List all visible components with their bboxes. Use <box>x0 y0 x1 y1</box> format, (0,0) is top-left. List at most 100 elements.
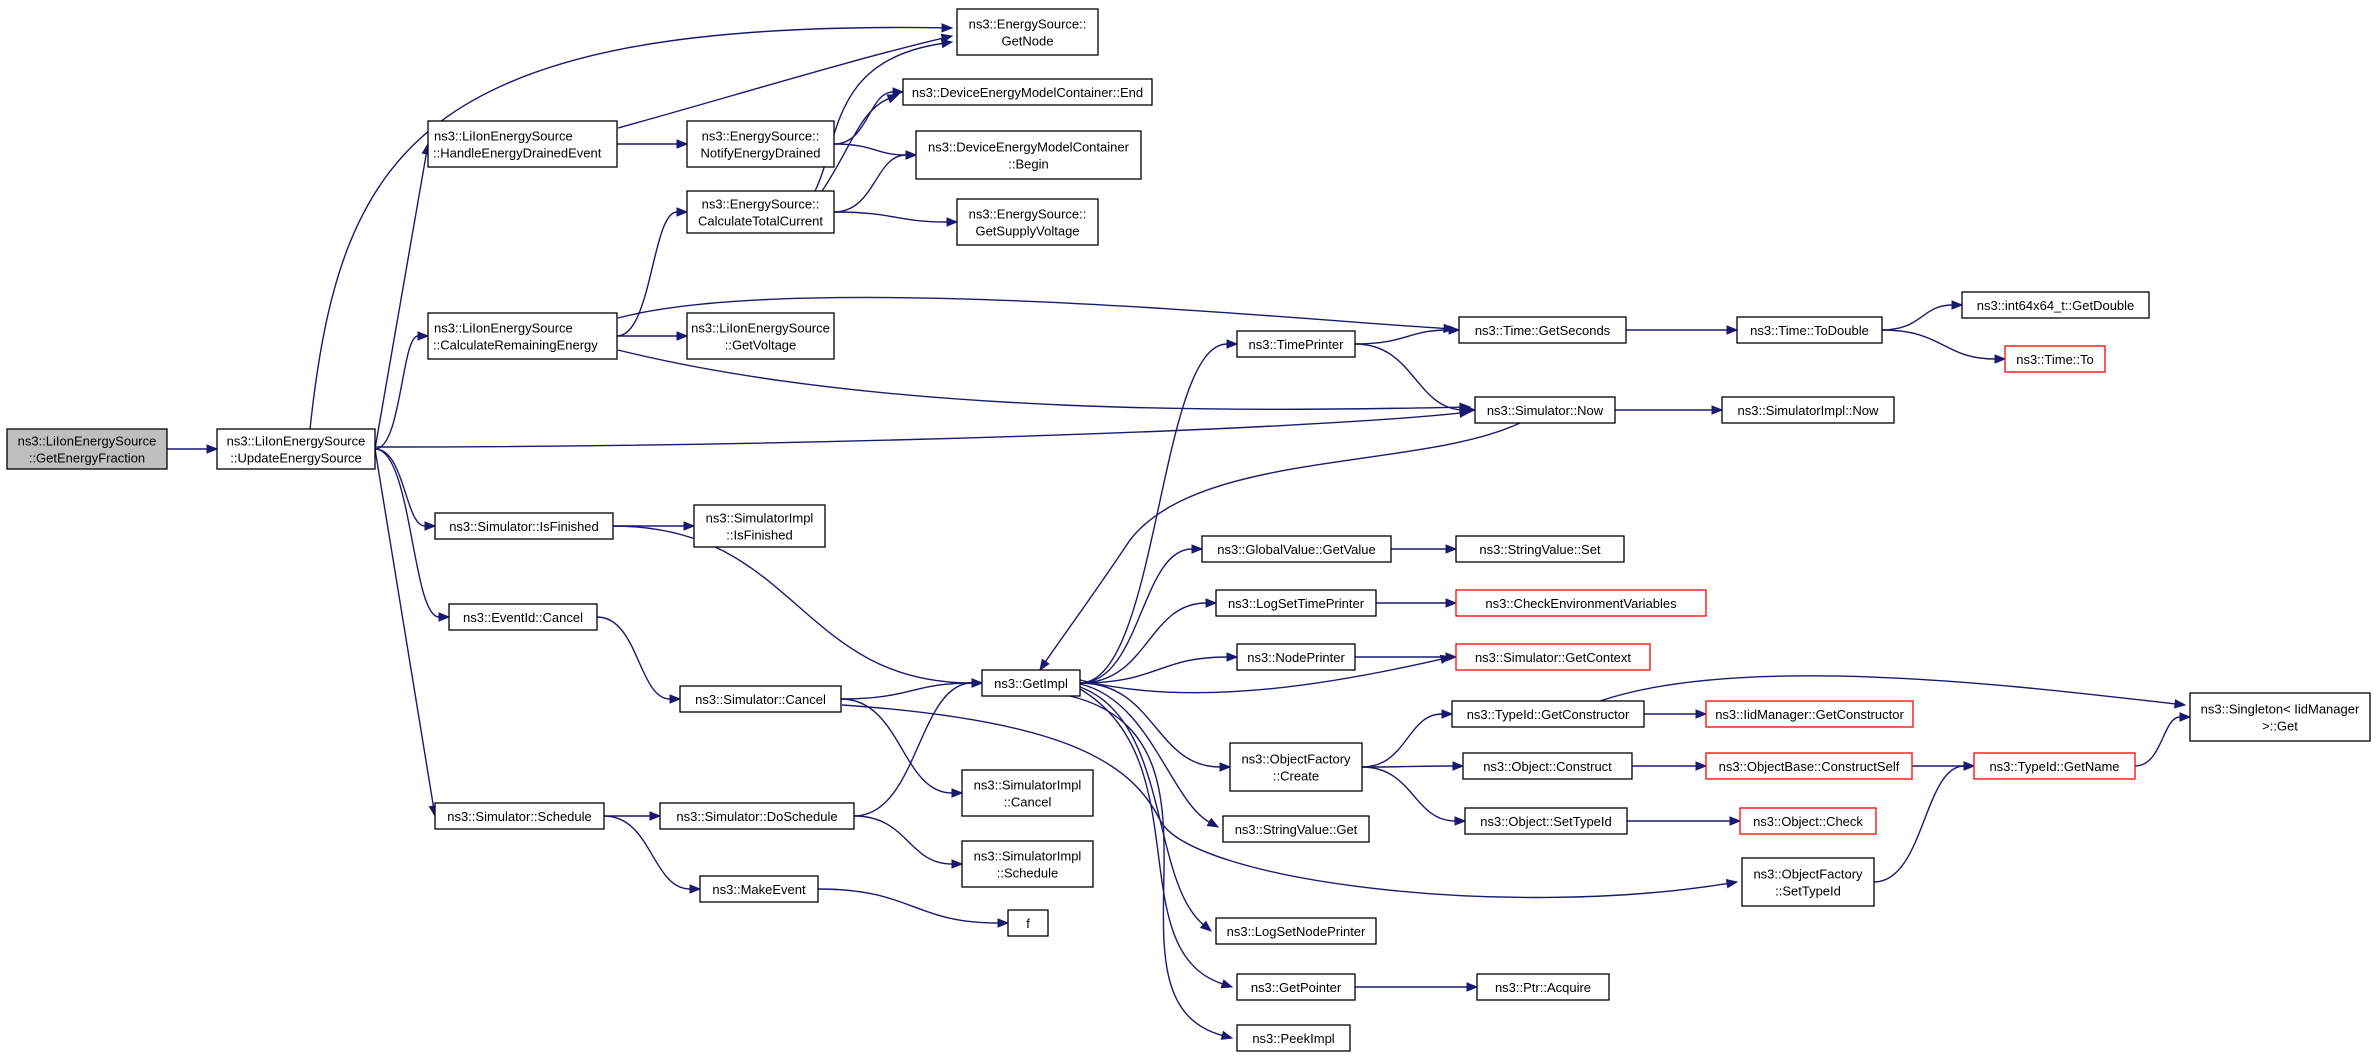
node-box <box>961 769 1094 817</box>
node-calctot[interactable]: ns3::EnergySource::CalculateTotalCurrent <box>686 190 835 234</box>
node-label: ns3::CheckEnvironmentVariables <box>1485 596 1677 611</box>
node-isfin[interactable]: ns3::Simulator::IsFinished <box>434 512 614 540</box>
node-implcancel[interactable]: ns3::SimulatorImpl::Cancel <box>961 769 1094 817</box>
edge-arrowhead <box>206 444 219 454</box>
call-edge <box>1354 325 1461 345</box>
node-box <box>1455 589 1707 617</box>
node-dosched[interactable]: ns3::Simulator::DoSchedule <box>659 802 855 830</box>
edge-line <box>1044 422 1521 663</box>
call-edge <box>814 38 954 192</box>
node-peek[interactable]: ns3::PeekImpl <box>1236 1024 1351 1052</box>
node-todouble[interactable]: ns3::Time::ToDouble <box>1736 316 1883 344</box>
node-tidctor[interactable]: ns3::TypeId::GetConstructor <box>1451 700 1645 728</box>
node-schedule[interactable]: ns3::Simulator::Schedule <box>434 802 605 830</box>
node-implsched[interactable]: ns3::SimulatorImpl::Schedule <box>961 840 1094 888</box>
node-iidctor[interactable]: ns3::IidManager::GetConstructor <box>1705 700 1914 728</box>
node-calcrem[interactable]: ns3::LiIonEnergySource::CalculateRemaini… <box>427 312 618 360</box>
edge-line <box>1069 695 1223 1037</box>
node-ofcreate[interactable]: ns3::ObjectFactory::Create <box>1229 742 1363 792</box>
node-getnode[interactable]: ns3::EnergySource::GetNode <box>956 8 1099 56</box>
node-svget[interactable]: ns3::StringValue::Get <box>1222 815 1370 843</box>
node-root[interactable]: ns3::LiIonEnergySource::GetEnergyFractio… <box>6 428 168 470</box>
edge-line <box>833 154 907 213</box>
node-evcancel[interactable]: ns3::EventId::Cancel <box>448 603 598 631</box>
node-box <box>679 685 842 713</box>
node-box <box>1455 643 1651 671</box>
node-timeto[interactable]: ns3::Time::To <box>2004 345 2106 373</box>
node-objsettid[interactable]: ns3::Object::SetTypeId <box>1464 807 1628 835</box>
node-tidname[interactable]: ns3::TypeId::GetName <box>1973 752 2136 780</box>
node-box <box>216 428 376 470</box>
node-simcancel[interactable]: ns3::Simulator::Cancel <box>679 685 842 713</box>
node-implisfin[interactable]: ns3::SimulatorImpl::IsFinished <box>693 504 826 548</box>
node-simnow[interactable]: ns3::Simulator::Now <box>1474 396 1616 424</box>
call-edge <box>1599 675 2187 709</box>
node-getdouble[interactable]: ns3::int64x64_t::GetDouble <box>1961 291 2150 319</box>
node-box <box>1736 316 1883 344</box>
call-edge <box>309 23 954 430</box>
node-getptr[interactable]: ns3::GetPointer <box>1236 973 1356 1001</box>
node-box <box>1739 807 1877 835</box>
node-label: ns3::LiIonEnergySource <box>18 434 157 449</box>
node-notify[interactable]: ns3::EnergySource::NotifyEnergyDrained <box>686 120 835 168</box>
node-label: ns3::Object::SetTypeId <box>1480 814 1612 829</box>
node-f[interactable]: f <box>1007 909 1049 937</box>
edge-arrowhead <box>892 87 905 97</box>
node-objconstruct[interactable]: ns3::Object::Construct <box>1462 752 1633 780</box>
edge-line <box>1079 683 1210 823</box>
node-implnow[interactable]: ns3::SimulatorImpl::Now <box>1721 396 1895 424</box>
edge-arrowhead <box>2174 699 2187 709</box>
call-edge <box>1361 761 1465 771</box>
edge-arrowhead <box>997 918 1010 928</box>
node-ofsettid[interactable]: ns3::ObjectFactory::SetTypeId <box>1741 857 1875 907</box>
node-box <box>448 603 598 631</box>
node-objcheck[interactable]: ns3::Object::Check <box>1739 807 1877 835</box>
node-timeprinter[interactable]: ns3::TimePrinter <box>1236 330 1356 358</box>
node-box <box>686 190 835 234</box>
node-ptracq[interactable]: ns3::Ptr::Acquire <box>1476 973 1610 1001</box>
node-label: ns3::GetImpl <box>994 676 1068 691</box>
node-objbase[interactable]: ns3::ObjectBase::ConstructSelf <box>1705 752 1913 780</box>
node-getctx[interactable]: ns3::Simulator::GetContext <box>1455 643 1651 671</box>
node-label: ns3::ObjectFactory <box>1241 752 1351 767</box>
edge-line <box>841 704 1728 899</box>
node-svset[interactable]: ns3::StringValue::Set <box>1455 535 1625 563</box>
node-dmcbegin[interactable]: ns3::DeviceEnergyModelContainer::Begin <box>915 130 1142 180</box>
node-checkenv[interactable]: ns3::CheckEnvironmentVariables <box>1455 589 1707 617</box>
edge-arrowhead <box>1963 761 1976 771</box>
edge-arrowhead <box>1725 878 1739 889</box>
edge-arrowhead <box>669 694 682 704</box>
call-edge <box>840 678 984 700</box>
call-edge <box>1354 343 1477 415</box>
edge-arrowhead <box>1191 544 1204 554</box>
node-getimpl[interactable]: ns3::GetImpl <box>981 669 1081 697</box>
node-box <box>902 78 1153 106</box>
node-handle[interactable]: ns3::LiIonEnergySource::HandleEnergyDrai… <box>427 120 618 168</box>
edge-arrowhead <box>1452 761 1465 771</box>
call-edge <box>833 87 905 145</box>
call-edge <box>1881 300 1964 331</box>
node-makeev[interactable]: ns3::MakeEvent <box>699 875 819 903</box>
edge-line <box>1361 713 1443 768</box>
node-getvolt[interactable]: ns3::LiIonEnergySource::GetVoltage <box>686 312 835 360</box>
node-label: ns3::LiIonEnergySource <box>434 321 573 336</box>
node-box <box>1215 917 1377 945</box>
call-edge <box>1376 598 1458 608</box>
node-getsec[interactable]: ns3::Time::GetSeconds <box>1458 316 1627 344</box>
node-lognode[interactable]: ns3::LogSetNodePrinter <box>1215 917 1377 945</box>
node-box <box>1705 752 1913 780</box>
node-supply[interactable]: ns3::EnergySource::GetSupplyVoltage <box>956 198 1099 246</box>
node-logtime[interactable]: ns3::LogSetTimePrinter <box>1215 589 1377 617</box>
node-label: ns3::Object::Check <box>1753 814 1863 829</box>
node-box <box>1007 909 1049 937</box>
edge-arrowhead <box>1039 658 1050 672</box>
node-dmcend[interactable]: ns3::DeviceEnergyModelContainer::End <box>902 78 1153 106</box>
node-update[interactable]: ns3::LiIonEnergySource::UpdateEnergySour… <box>216 428 376 470</box>
node-box <box>699 875 819 903</box>
call-edge <box>833 150 918 213</box>
node-box <box>1961 291 2150 319</box>
edge-arrowhead <box>1220 979 1234 989</box>
node-gvget[interactable]: ns3::GlobalValue::GetValue <box>1201 535 1392 563</box>
node-singleton[interactable]: ns3::Singleton< IidManager >::Get <box>2189 692 2371 742</box>
node-nodeprinter[interactable]: ns3::NodePrinter <box>1236 643 1356 671</box>
